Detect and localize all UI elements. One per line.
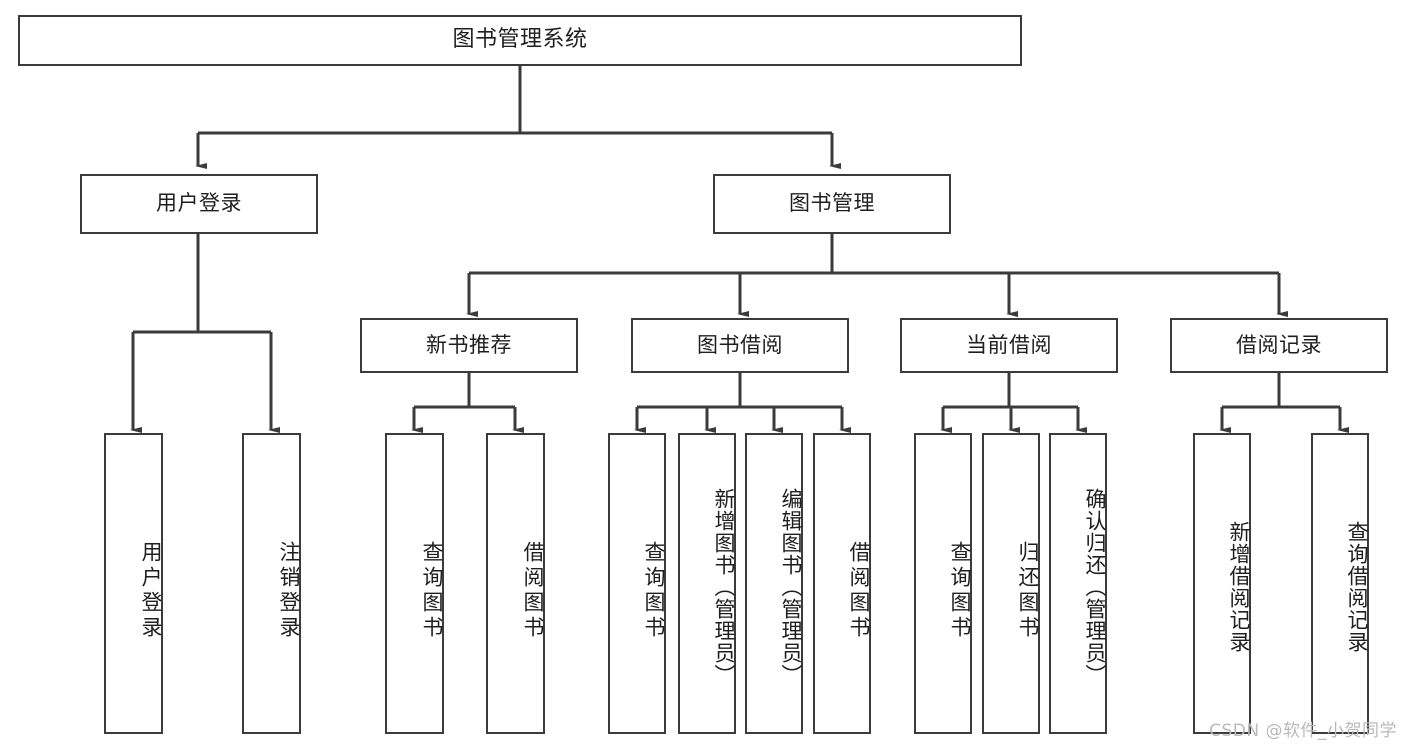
leaf-edit-book[interactable]: 编辑图书（管理员）: [745, 433, 803, 734]
leaf-add-book[interactable]: 新增图书（管理员）: [678, 433, 736, 734]
leaf-query-book-3[interactable]: 查询图书: [914, 433, 972, 734]
leaf-return-book-label: 归还图书: [1016, 540, 1040, 641]
node-root[interactable]: 图书管理系统: [18, 15, 1022, 66]
node-current-borrow-label: 当前借阅: [966, 332, 1052, 357]
leaf-user-logout-label: 注销登录: [277, 540, 301, 641]
leaf-user-login[interactable]: 用户登录: [104, 433, 163, 734]
leaf-query-book-2-label: 查询图书: [642, 540, 666, 641]
node-user-login-label: 用户登录: [156, 191, 242, 216]
leaf-borrow-book-1-label: 借阅图书: [521, 540, 545, 641]
leaf-query-record-label: 查询借阅记录: [1345, 520, 1369, 653]
leaf-add-record-label: 新增借阅记录: [1227, 520, 1251, 653]
leaf-query-record[interactable]: 查询借阅记录: [1311, 433, 1369, 734]
leaf-confirm-return[interactable]: 确认归还（管理员）: [1049, 433, 1107, 734]
node-borrow-record[interactable]: 借阅记录: [1170, 318, 1388, 373]
leaf-query-book-1-label: 查询图书: [420, 540, 444, 641]
leaf-query-book-1[interactable]: 查询图书: [385, 433, 444, 734]
leaf-query-book-2[interactable]: 查询图书: [608, 433, 666, 734]
node-user-login[interactable]: 用户登录: [80, 174, 318, 234]
leaf-borrow-book-2[interactable]: 借阅图书: [813, 433, 871, 734]
node-book-borrow[interactable]: 图书借阅: [631, 318, 849, 373]
node-current-borrow[interactable]: 当前借阅: [900, 318, 1118, 373]
node-book-manage-label: 图书管理: [789, 191, 875, 216]
leaf-borrow-book-2-label: 借阅图书: [847, 540, 871, 641]
node-book-manage[interactable]: 图书管理: [713, 174, 951, 234]
node-borrow-record-label: 借阅记录: [1236, 332, 1322, 357]
csdn-watermark: CSDN @软件_小贺同学: [1209, 721, 1397, 741]
node-new-book-rec-label: 新书推荐: [426, 332, 512, 357]
leaf-return-book[interactable]: 归还图书: [982, 433, 1040, 734]
leaf-edit-book-label: 编辑图书（管理员）: [779, 487, 803, 686]
node-book-borrow-label: 图书借阅: [697, 332, 783, 357]
leaf-add-record[interactable]: 新增借阅记录: [1193, 433, 1251, 734]
leaf-user-logout[interactable]: 注销登录: [242, 433, 301, 734]
leaf-add-book-label: 新增图书（管理员）: [712, 487, 736, 686]
node-new-book-rec[interactable]: 新书推荐: [360, 318, 578, 373]
node-root-label: 图书管理系统: [452, 27, 588, 53]
leaf-query-book-3-label: 查询图书: [948, 540, 972, 641]
leaf-confirm-return-label: 确认归还（管理员）: [1083, 487, 1107, 686]
leaf-user-login-label: 用户登录: [139, 540, 163, 641]
leaf-borrow-book-1[interactable]: 借阅图书: [486, 433, 545, 734]
